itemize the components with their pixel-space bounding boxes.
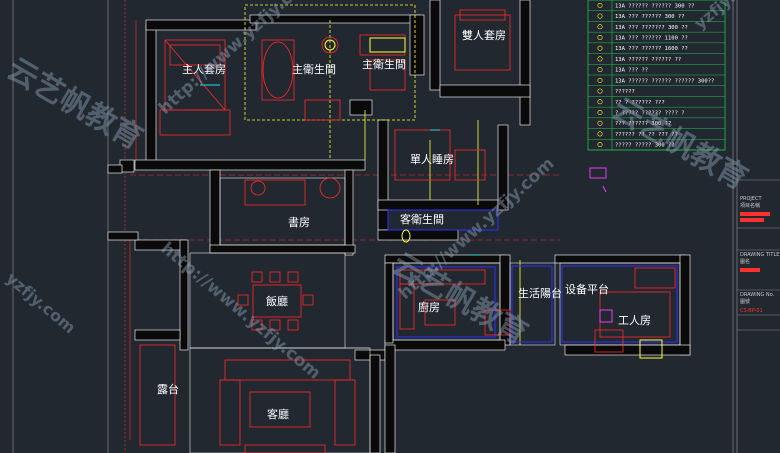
legend-row-text: ????? ????? 300 ??	[615, 143, 675, 149]
legend-symbol-icon	[597, 131, 603, 137]
drawing-no-label: DRAWING No.	[740, 292, 775, 298]
room-single-bedroom: 單人睡房	[410, 153, 454, 166]
room-kitchen: 廚房	[418, 300, 440, 314]
legend-symbol-icon	[597, 99, 603, 105]
room-terrace: 露台	[157, 382, 179, 396]
room-study: 書房	[288, 215, 310, 229]
legend-row-text: ?? ? ?????? ???	[615, 100, 665, 106]
legend-row-text: 13A ?????? ?????? ??	[615, 57, 681, 63]
room-double-suite: 雙人套房	[462, 29, 506, 42]
legend-symbol-icon	[597, 56, 603, 62]
legend-row-text: 13A ?????? ?????? ?????? 300??	[615, 78, 714, 84]
project-cn: 項目名稱	[740, 202, 760, 209]
furniture	[139, 9, 676, 453]
yellow-fixtures	[324, 37, 663, 359]
legend-row-text: 13A ??? ?????? 1100 ??	[615, 36, 688, 42]
room-worker-room: 工人房	[618, 314, 651, 327]
legend-symbol-icon	[597, 77, 603, 83]
legend-row-text: 13A ??? ?????? 300 ??	[615, 14, 685, 20]
title-block: PROJECT 項目名稱 DRAWING TITLE 圖名 DRAWING No…	[737, 179, 780, 331]
legend-row-text: ??????	[615, 89, 635, 95]
legend-symbol-icon	[597, 45, 603, 51]
room-living: 客廳	[267, 407, 289, 421]
legend-row-text: 13A ??? ??????? 300 ??	[615, 25, 688, 31]
room-master-bath: 主衛生間	[292, 62, 336, 76]
room-service-balcony: 生活陽台	[518, 286, 562, 300]
drawing-title-label: DRAWING TITLE	[740, 252, 779, 258]
walls	[107, 0, 691, 453]
room-dining: 飯廳	[266, 294, 288, 308]
legend-row-text: ? ????? ?????? ???? ?	[615, 111, 685, 117]
room-guest-bath: 客衛生間	[400, 212, 444, 226]
legend-symbol-icon	[597, 67, 603, 73]
legend-symbol-icon	[597, 13, 603, 19]
room-master-suite: 主人套房	[182, 63, 226, 76]
room-master-bath-2: 主衛生間	[362, 57, 406, 71]
legend-row-text: 13A ?????? ?????? 300 ??	[615, 3, 694, 9]
legend-symbol-icon	[597, 2, 603, 8]
outline-lines	[189, 177, 681, 453]
legend-row-text: 13A ??? ??	[615, 68, 648, 74]
electrical-marks	[589, 167, 613, 323]
legend-symbol-icon	[597, 142, 603, 148]
legend-symbol-icon	[597, 88, 603, 94]
room-labels: 主人套房 主衛生間 主衛生間 雙人套房 單人睡房 書房 客衛生間 飯廳 廚房 生…	[157, 29, 651, 421]
room-equipment-platform: 设备平台	[565, 282, 609, 296]
legend-row-text: ?????? ?? ?? ??? ??	[615, 132, 678, 138]
legend-table: 13A ?????? ?????? 300 ?? 13A ??? ?????? 3…	[587, 0, 726, 151]
drawing-number: CS-BP-01	[740, 308, 763, 314]
border-lines	[12, 0, 738, 453]
legend-symbol-icon	[597, 110, 603, 116]
legend-symbol-icon	[597, 120, 603, 126]
project-label: PROJECT	[740, 196, 763, 202]
legend-row-text: 13A ??? ?????? 1600 ??	[615, 46, 688, 52]
legend-symbol-icon	[597, 24, 603, 30]
cyan-marks	[200, 84, 480, 256]
drawing-no-cn: 圖號	[740, 298, 750, 305]
blue-fixtures	[387, 209, 678, 343]
legend-row-text: ??? ?????? 300 ??	[615, 121, 671, 127]
legend-symbol-icon	[597, 34, 603, 40]
drawing-title-cn: 圖名	[740, 258, 750, 265]
